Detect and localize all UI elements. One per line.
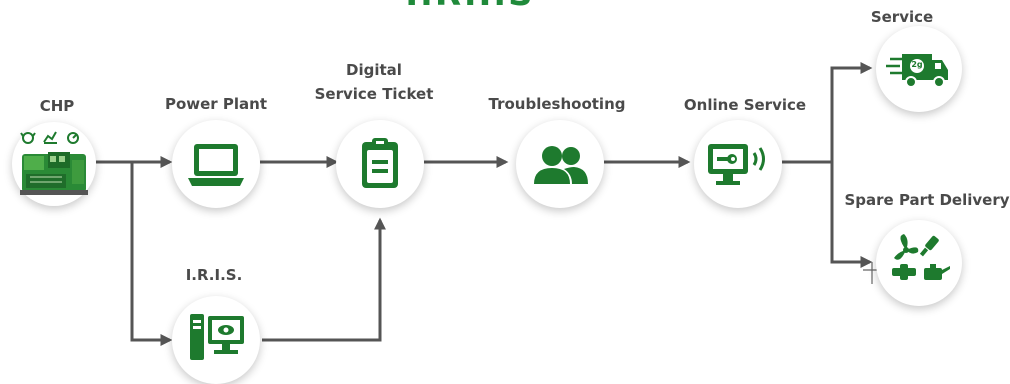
node-service: 2g bbox=[876, 26, 962, 112]
diagram-title: I.R.I.S bbox=[405, 0, 534, 14]
label-power-plant: Power Plant bbox=[164, 95, 268, 113]
node-spare-part-delivery bbox=[876, 220, 962, 306]
arrow-iris-to-ticket bbox=[262, 217, 386, 342]
node-chp bbox=[12, 122, 96, 206]
node-online-service bbox=[694, 120, 782, 208]
label-chp: CHP bbox=[39, 97, 75, 115]
delivery-van-icon bbox=[886, 54, 948, 88]
chp-generator-icon bbox=[20, 131, 88, 195]
label-digital-ticket-line1: Digital bbox=[346, 61, 402, 79]
node-troubleshooting bbox=[516, 120, 604, 208]
label-troubleshooting: Troubleshooting bbox=[488, 95, 626, 113]
remote-monitor-icon bbox=[708, 144, 765, 185]
users-icon bbox=[534, 146, 588, 184]
node-iris bbox=[172, 296, 260, 384]
monitoring-computer-icon bbox=[190, 314, 244, 360]
arrow-online-to-spare-part bbox=[830, 162, 873, 268]
arrow-chp-to-iris bbox=[130, 162, 173, 346]
node-power-plant bbox=[172, 120, 260, 208]
laptop-icon bbox=[188, 144, 244, 186]
label-digital-ticket: Digital Service Ticket bbox=[315, 58, 434, 106]
clipboard-icon bbox=[362, 138, 398, 188]
van-badge: 2g bbox=[911, 60, 923, 69]
arrow-online-to-service bbox=[830, 62, 873, 162]
label-digital-ticket-line2: Service Ticket bbox=[314, 85, 434, 103]
label-spare-part-delivery: Spare Part Delivery bbox=[844, 191, 1010, 209]
node-digital-ticket bbox=[336, 120, 424, 208]
label-iris: I.R.I.S. bbox=[185, 266, 243, 284]
spare-parts-icon bbox=[892, 234, 950, 280]
label-online-service: Online Service bbox=[683, 96, 807, 114]
label-service: Service bbox=[870, 8, 934, 26]
